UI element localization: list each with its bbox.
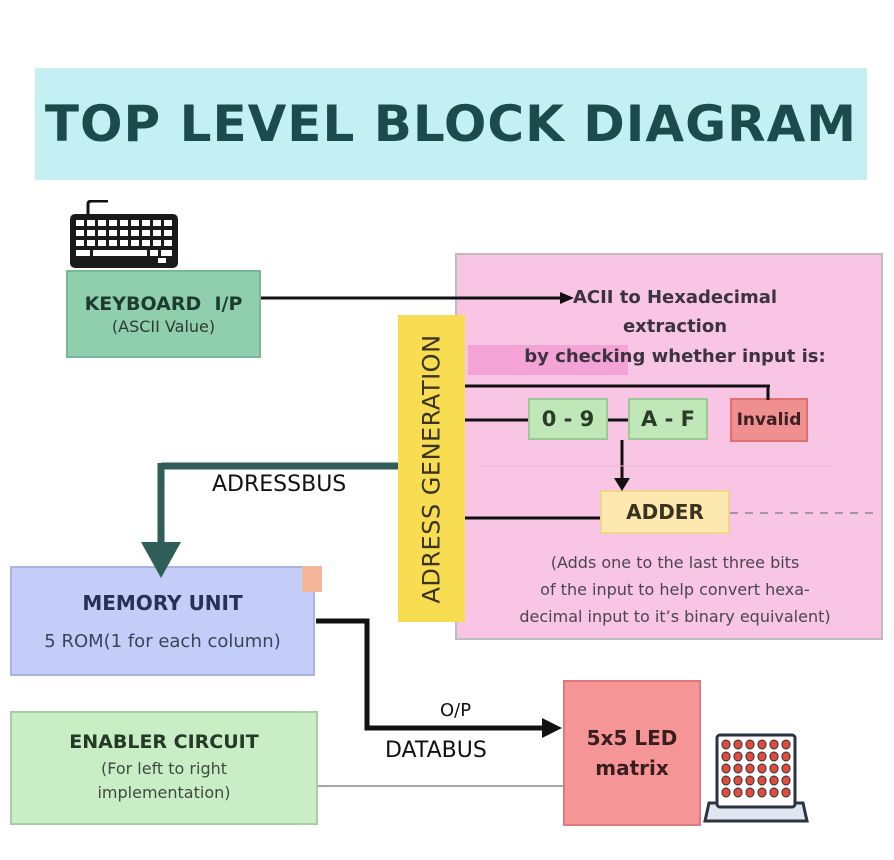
data-bus-line [316, 618, 544, 731]
adder-note-line-1: (Adds one to the last three bits [550, 553, 800, 572]
address-generation-bar [398, 315, 465, 622]
option-a-f: A - F [628, 398, 708, 440]
adder-box: ADDER [600, 490, 730, 534]
converter-arrowhead [560, 292, 574, 304]
data-bus-label: DATABUS [385, 738, 487, 763]
title-band: TOP LEVEL BLOCK DIAGRAM [35, 68, 867, 180]
adder-note-line-3: decimal input to it’s binary equivalent) [519, 607, 831, 626]
led-matrix-icon [703, 733, 809, 823]
diagram-title: TOP LEVEL BLOCK DIAGRAM [44, 95, 858, 153]
conversion-panel [455, 253, 883, 640]
enabler-circuit-box: ENABLER CIRCUIT (For left to right imple… [10, 711, 318, 825]
keyboard-input-box: KEYBOARD I/P (ASCII Value) [66, 270, 261, 358]
memory-subtitle: 5 ROM(1 for each column) [44, 630, 281, 652]
enabler-subtitle-line-2: implementation) [97, 783, 231, 802]
keyboard-subtitle: (ASCII Value) [111, 316, 216, 336]
conversion-line-2: extraction [622, 316, 728, 337]
text-highlight [468, 345, 628, 375]
adder-note: (Adds one to the last three bits of the … [470, 549, 880, 630]
output-label: O/P [440, 700, 472, 721]
led-line-1: 5x5 LED [586, 726, 678, 750]
memory-unit-box: MEMORY UNIT 5 ROM(1 for each column) [10, 566, 315, 676]
enabler-subtitle-line-1: (For left to right [100, 759, 228, 778]
address-generation-label-wrap: ADRESS GENERATION [398, 315, 465, 622]
keyboard-title: KEYBOARD I/P [84, 292, 243, 315]
keyboard-icon [70, 200, 178, 268]
address-generation-label: ADRESS GENERATION [417, 333, 446, 604]
enabler-subtitle: (For left to right implementation) [97, 757, 230, 805]
option-0-9: 0 - 9 [528, 398, 608, 440]
led-line-2: matrix [595, 756, 669, 780]
enabler-title: ENABLER CIRCUIT [69, 731, 259, 753]
memory-accent [302, 566, 322, 592]
address-bus-arrowhead [141, 542, 181, 578]
address-bus-label: ADRESSBUS [212, 472, 347, 497]
memory-title: MEMORY UNIT [82, 590, 243, 615]
option-invalid: Invalid [730, 398, 808, 442]
adder-note-line-2: of the input to help convert hexa- [540, 580, 810, 599]
adder-arrowhead [614, 478, 630, 491]
led-matrix-box: 5x5 LED matrix [563, 680, 701, 826]
conversion-line-1: ACII to Hexadecimal [572, 287, 778, 308]
conversion-line-3: by checking whether input is: [524, 346, 826, 367]
data-bus-arrowhead [542, 718, 562, 738]
